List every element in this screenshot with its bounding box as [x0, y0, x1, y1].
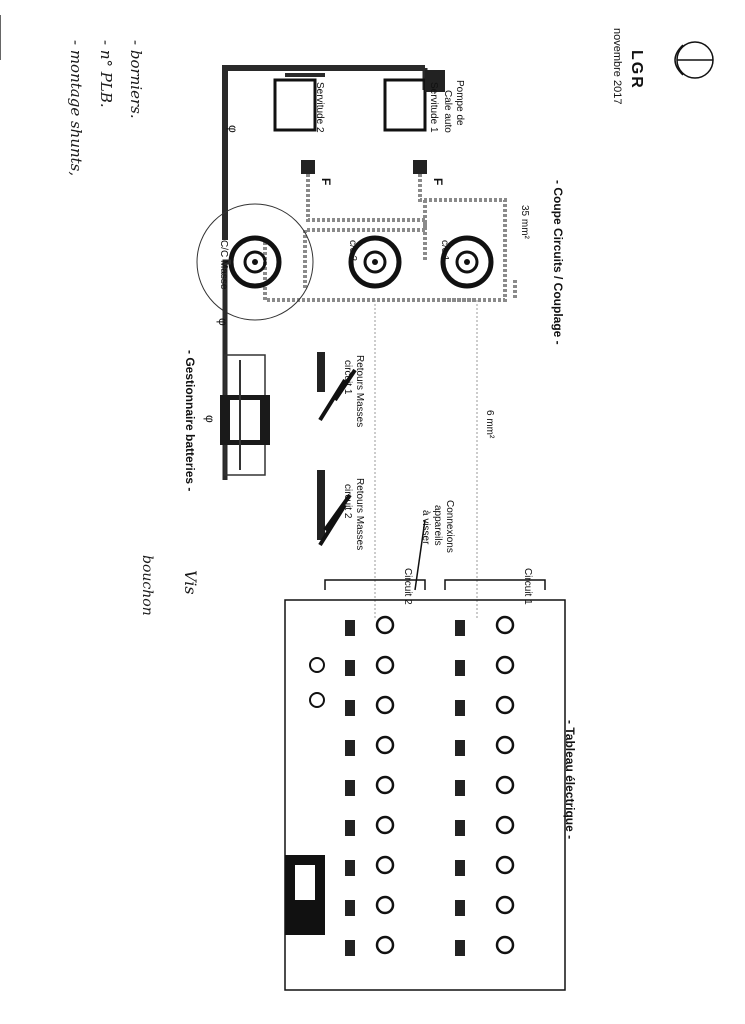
long-thin-wires [374, 300, 478, 620]
handwritten-note-1: - borniers. [127, 40, 145, 119]
logo-anchor-icon [674, 41, 714, 79]
handwritten-bouchon: bouchon [139, 555, 155, 616]
connexions-label-2: appareils [432, 505, 443, 546]
row-circuit1 [495, 615, 515, 955]
pompe-symbol [425, 70, 445, 92]
servitude1-label: Servitude 1 [428, 82, 439, 133]
tableau-label-strips [345, 620, 465, 956]
pompe-label-2: Cale auto [442, 90, 453, 133]
retours2-bar [317, 470, 325, 540]
fuse2-label: F [319, 178, 333, 186]
cc-masse-circle [196, 203, 314, 321]
handwritten-note-2: - n° PLB. [97, 40, 115, 108]
wire-6-label: 6 mm² [484, 410, 495, 439]
handwritten-vis: Vis [181, 570, 200, 595]
section-coupe: - Coupe Circuits / Couplage - [551, 180, 565, 345]
retours1-label-1: Retours Masses [354, 355, 365, 428]
retours1-bar [317, 352, 325, 392]
cc1-switch [440, 235, 494, 289]
cc2-label: c/c 2 [347, 240, 358, 262]
servitude2-label: Servitude 2 [314, 82, 325, 133]
cc2-switch [348, 235, 402, 289]
servitude1-box [383, 78, 427, 132]
cc1-label: c/c 1 [439, 240, 450, 262]
phi-label-2: φ [216, 318, 230, 326]
fuse1-label: F [431, 178, 445, 186]
masse-wire [222, 259, 231, 480]
retours-wires [318, 368, 357, 547]
fuse1-symbol [413, 160, 427, 174]
date-label: novembre 2017 [611, 28, 623, 105]
section-gestion: - Gestionnaire batteries - [183, 350, 197, 492]
connexions-label-1: Connexions [444, 500, 455, 553]
main-wire [222, 65, 425, 240]
retours2-label-1: Retours Masses [354, 478, 365, 551]
circuit2-label: Circuit 2 [402, 568, 413, 605]
pompe-label-1: Pompe de [454, 80, 465, 126]
servitude2-box [273, 78, 317, 132]
connexions-label-3: à visser [420, 510, 431, 545]
battery-manager [220, 354, 270, 476]
tableau-switches [375, 615, 515, 955]
panel-knob-1 [309, 657, 325, 673]
voltmeter-screen [295, 865, 315, 900]
row-circuit2 [375, 615, 395, 955]
circuit-brackets [324, 579, 546, 590]
retours1-label-2: circuit 1 [342, 360, 353, 395]
tableau-frame [284, 599, 566, 991]
phi-label-3: φ [203, 415, 217, 423]
connexions-arrow [414, 519, 426, 591]
fuse2-symbol [301, 160, 315, 174]
section-tableau: - Tableau électrique - [563, 720, 577, 840]
retours2-label-2: circuit 2 [342, 484, 353, 519]
circuit1-label: Circuit 1 [522, 568, 533, 605]
panel-knob-2 [309, 692, 325, 708]
cc-masse-switch [228, 235, 282, 289]
handwritten-note-3: - montage shunts, [67, 40, 85, 177]
cc-masse-label: C/C Masse [218, 240, 229, 290]
wire-35-label: 35 mm² [519, 205, 530, 239]
phi-label-1: φ [226, 125, 240, 133]
logo-text: LGR [628, 50, 645, 90]
